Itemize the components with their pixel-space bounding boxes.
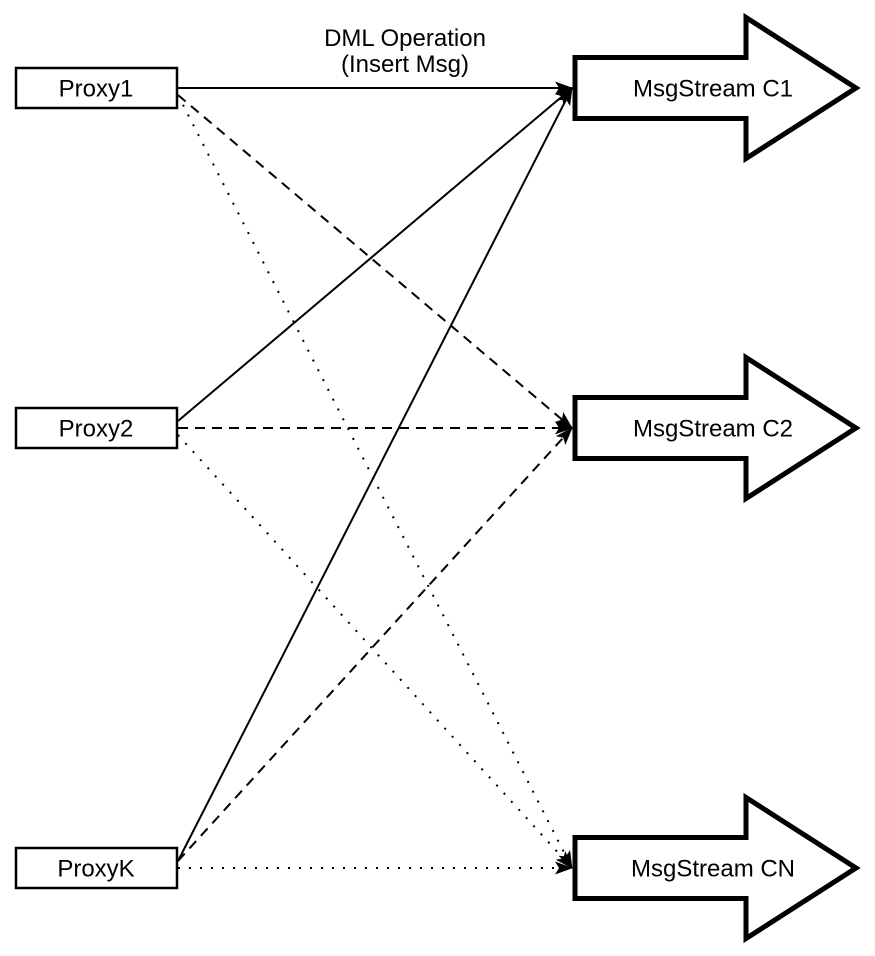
edge-ProxyK-C1-solid (177, 87, 573, 862)
edge-group (177, 81, 573, 875)
node-proxyk: ProxyK (14, 846, 179, 890)
node-proxy1: Proxy1 (14, 66, 179, 110)
proxy2-label: Proxy2 (59, 416, 134, 443)
msgstream-c2-arrow-shape (572, 352, 861, 504)
node-msgstream-cn: MsgStream CN (572, 792, 861, 944)
node-proxy2: Proxy2 (14, 406, 179, 450)
msgstream-c1-label: MsgStream C1 (633, 76, 793, 103)
msgstream-cn-label: MsgStream CN (631, 856, 795, 883)
edge-Proxy1-C2-dashed (177, 94, 573, 429)
proxy1-box (14, 66, 179, 110)
title-line-1: DML Operation (324, 25, 486, 52)
edge-ProxyK-C2-dashed (177, 427, 573, 862)
proxy1-label: Proxy1 (59, 76, 134, 103)
msgstream-c2-label: MsgStream C2 (633, 416, 793, 443)
proxyk-label: ProxyK (57, 856, 134, 883)
title-line-2: (Insert Msg) (341, 51, 469, 78)
node-msgstream-c1: MsgStream C1 (572, 12, 861, 164)
proxyk-box (14, 846, 179, 890)
edge-Proxy2-C1-solid (177, 87, 573, 422)
node-msgstream-c2: MsgStream C2 (572, 352, 861, 504)
edge-Proxy1-CN-dotted (177, 94, 573, 869)
proxy2-box (14, 406, 179, 450)
msgstream-c1-arrow-shape (572, 12, 861, 164)
title-annotation: DML Operation (Insert Msg) (324, 25, 486, 78)
msgstream-cn-arrow-shape (572, 792, 861, 944)
edge-Proxy2-CN-dotted (177, 434, 573, 869)
